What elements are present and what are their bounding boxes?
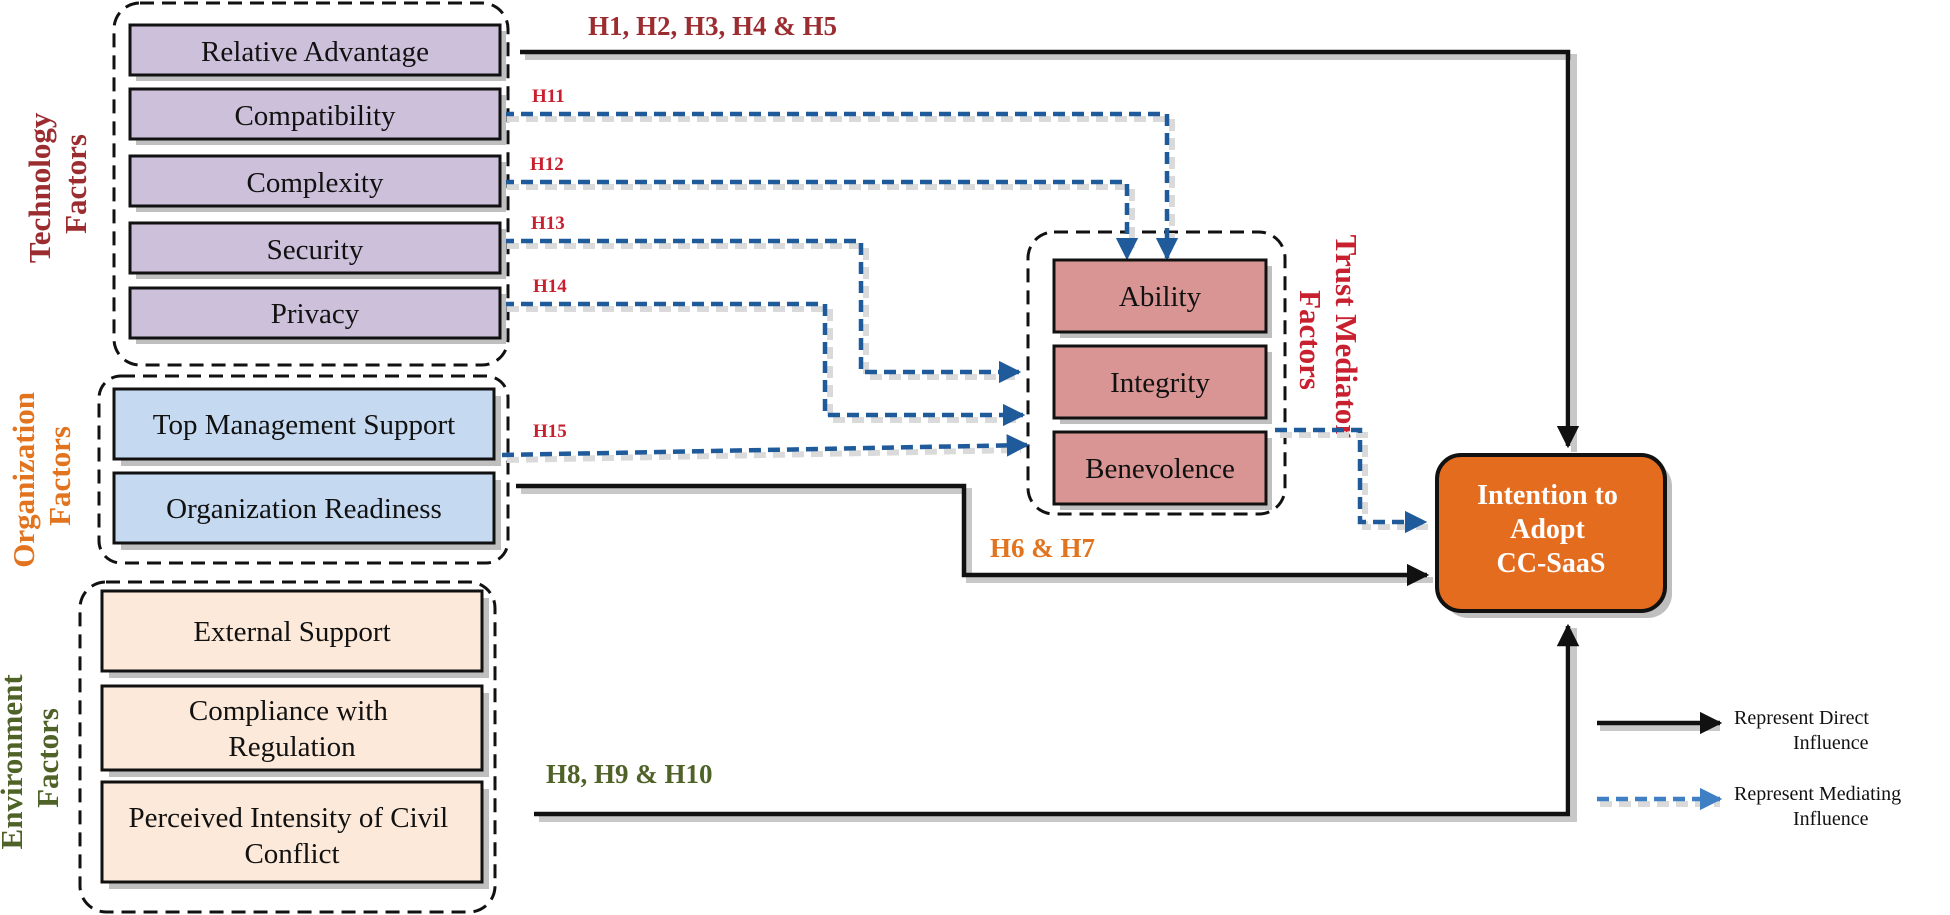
factor-label: Privacy bbox=[271, 298, 360, 330]
hypothesis-label-h13: H13 bbox=[531, 213, 565, 234]
factor-box-compliance-with-regulation: Compliance with Regulation bbox=[100, 684, 489, 777]
hypothesis-label-h8-h10: H8, H9 & H10 bbox=[546, 759, 713, 789]
factor-label: Relative Advantage bbox=[201, 36, 429, 68]
hypothesis-label-h6-h7: H6 & H7 bbox=[990, 533, 1095, 563]
mediator-box-integrity: Integrity bbox=[1052, 344, 1272, 424]
mediator-label: Ability bbox=[1119, 281, 1202, 313]
factor-box-security: Security bbox=[128, 221, 506, 279]
mediator-label: Benevolence bbox=[1085, 453, 1235, 485]
factor-box-perceived-intensity-civil-conflict: Perceived Intensity of Civil Conflict bbox=[100, 780, 489, 889]
factor-label: Compatibility bbox=[234, 100, 396, 132]
trust-items: Ability Integrity Benevolence bbox=[1052, 258, 1272, 510]
factor-label: Organization Readiness bbox=[166, 493, 442, 525]
direct-link-organization bbox=[516, 483, 1430, 587]
technology-items: Relative Advantage Compatibility Complex… bbox=[128, 23, 506, 344]
factor-box-relative-advantage: Relative Advantage bbox=[128, 23, 506, 81]
environment-items: External Support Compliance with Regulat… bbox=[100, 589, 489, 889]
environment-factors-label: Environment Factors bbox=[0, 667, 65, 850]
hypothesis-label-h1-h5: H1, H2, H3, H4 & H5 bbox=[588, 11, 837, 41]
direct-link-relative-advantage bbox=[520, 49, 1580, 449]
outcome-box-intention-to-adopt: Intention to Adopt CC-SaaS bbox=[1435, 453, 1672, 618]
mediating-link-h14 bbox=[502, 301, 1026, 427]
factor-label: Perceived Intensity of Civil Conflict bbox=[129, 802, 456, 870]
factor-label: External Support bbox=[193, 616, 390, 648]
hypothesis-label-h15: H15 bbox=[533, 421, 567, 442]
factor-label: Complexity bbox=[247, 167, 384, 199]
mediator-box-benevolence: Benevolence bbox=[1052, 430, 1272, 510]
direct-link-environment bbox=[534, 623, 1580, 817]
mediator-label: Integrity bbox=[1110, 367, 1210, 399]
hypothesis-label-h12: H12 bbox=[530, 154, 564, 175]
organization-factors-label: Organization Factors bbox=[6, 384, 77, 567]
factor-label: Top Management Support bbox=[153, 409, 455, 441]
mediating-link-h11 bbox=[502, 111, 1179, 261]
environment-group-border bbox=[78, 580, 497, 914]
legend-direct-label: Represent Direct Influence bbox=[1734, 707, 1874, 754]
trust-mediator-factors-label: Trust Mediator Factors bbox=[1293, 235, 1364, 446]
mediating-link-h13 bbox=[502, 238, 1022, 384]
technology-factors-label: Technology Factors bbox=[22, 105, 93, 263]
outcome-label: Intention to Adopt CC-SaaS bbox=[1477, 480, 1625, 579]
connector-shadows bbox=[506, 54, 1577, 822]
mediating-link-h15 bbox=[501, 434, 1030, 458]
legend: Represent Direct Influence Represent Med… bbox=[1597, 707, 1906, 830]
organization-group-border bbox=[97, 374, 510, 565]
legend-mediating-label: Represent Mediating Influence bbox=[1734, 783, 1906, 830]
factor-label: Security bbox=[267, 234, 364, 266]
hypothesis-label-h14: H14 bbox=[533, 276, 567, 297]
organization-items: Top Management Support Organization Read… bbox=[112, 387, 501, 550]
factor-box-compatibility: Compatibility bbox=[128, 87, 506, 145]
factor-box-top-management-support: Top Management Support bbox=[112, 387, 501, 466]
factor-label: Compliance with Regulation bbox=[189, 695, 395, 763]
factor-box-privacy: Privacy bbox=[128, 286, 506, 344]
factor-box-organization-readiness: Organization Readiness bbox=[112, 471, 501, 550]
mediating-link-trust-to-intention bbox=[1275, 427, 1428, 534]
mediator-box-ability: Ability bbox=[1052, 258, 1272, 338]
factor-box-external-support: External Support bbox=[100, 589, 489, 678]
trust-group-border bbox=[1026, 230, 1287, 516]
mediating-link-h12 bbox=[502, 179, 1139, 261]
hypothesis-label-h11: H11 bbox=[532, 86, 565, 107]
factor-box-complexity: Complexity bbox=[128, 154, 506, 212]
